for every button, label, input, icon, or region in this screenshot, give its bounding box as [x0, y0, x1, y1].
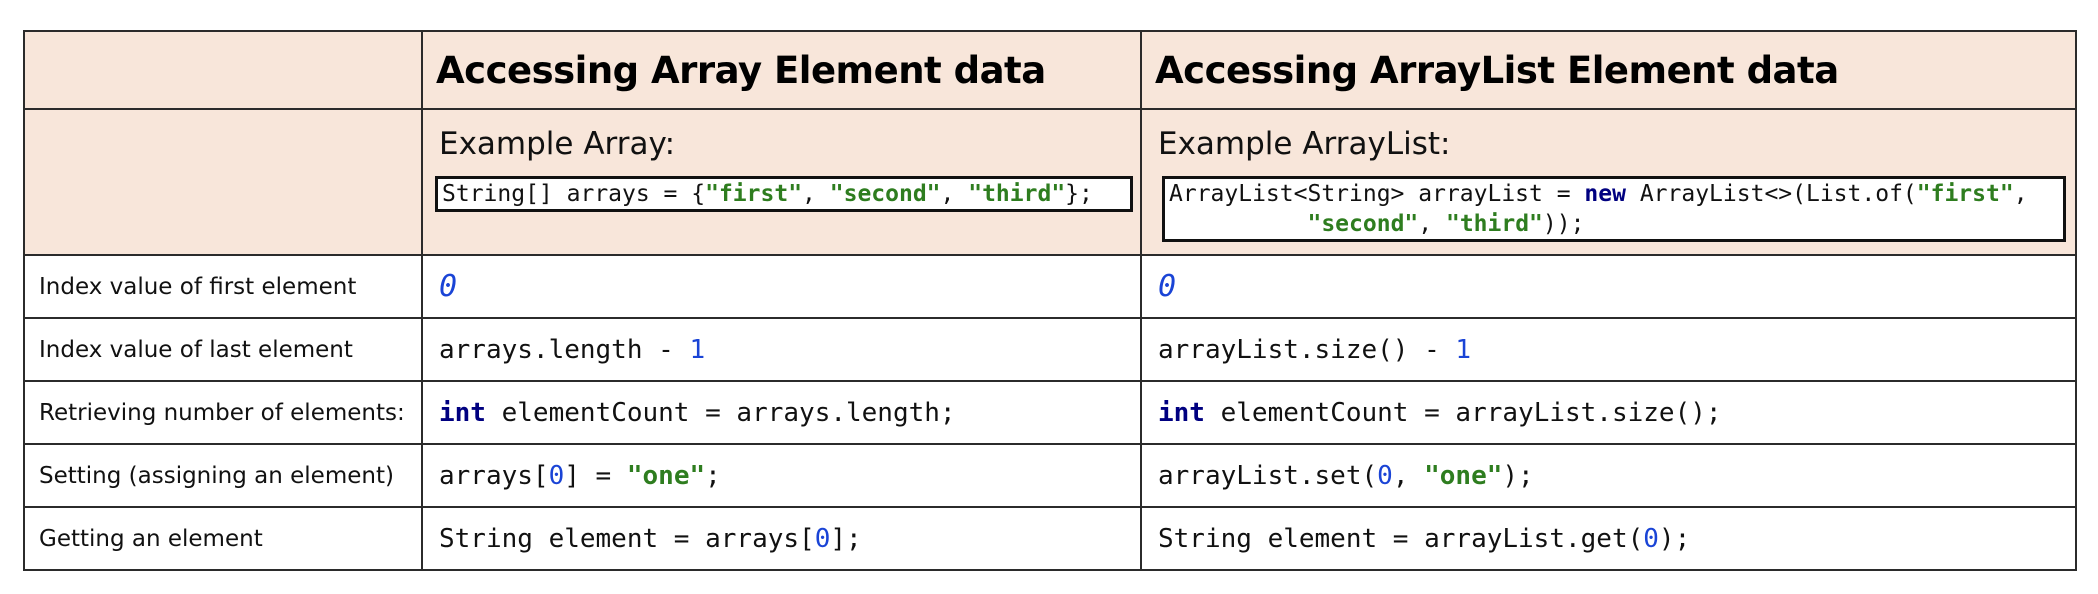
array-code-cell: String element = arrays[0];: [421, 506, 1142, 571]
array-code-cell: arrays.length - 1: [421, 317, 1142, 382]
code-text: ));: [1542, 211, 1585, 237]
code-text: arrayList.set(: [1158, 460, 1378, 491]
code-text: };: [1065, 181, 1093, 207]
row-label: Setting (assigning an element): [23, 443, 423, 508]
code-string: "first": [1916, 181, 2014, 207]
code-string: "first": [705, 181, 803, 207]
row-label: Index value of first element: [23, 254, 423, 319]
code-keyword: int: [1158, 397, 1205, 428]
array-code-cell: 0: [421, 254, 1142, 319]
code-string: "third": [968, 181, 1066, 207]
array-example-label: Example Array:: [439, 126, 676, 162]
code-keyword: int: [439, 397, 486, 428]
code-string: "third": [1445, 211, 1543, 237]
code-text: arrays.length -: [439, 334, 690, 365]
array-code-cell: int elementCount = arrays.length;: [421, 380, 1142, 445]
table-row: Index value of first element 0 0: [23, 254, 2077, 319]
example-row: Example Array: String[] arrays = {"first…: [23, 108, 2077, 256]
code-number: 0: [1158, 269, 1177, 304]
code-string: "one": [1424, 460, 1503, 491]
arraylist-code-cell: int elementCount = arrayList.size();: [1140, 380, 2077, 445]
code-number: 1: [689, 334, 706, 365]
code-text: ,: [2013, 181, 2028, 207]
row-label: Retrieving number of elements:: [23, 380, 423, 445]
array-example-cell: Example Array: String[] arrays = {"first…: [421, 108, 1142, 256]
code-text: ,: [1418, 211, 1446, 237]
arraylist-code-cell: arrayList.size() - 1: [1140, 317, 2077, 382]
code-number: 0: [814, 523, 831, 554]
array-header-cell: Accessing Array Element data: [421, 30, 1142, 110]
code-string: "second": [1307, 211, 1419, 237]
row-label: Getting an element: [23, 506, 423, 571]
code-string: "second": [829, 181, 941, 207]
code-number: 0: [439, 269, 458, 304]
arraylist-code-cell: 0: [1140, 254, 2077, 319]
code-indent: [1169, 211, 1307, 237]
code-text: elementCount = arrays.length;: [485, 397, 956, 428]
code-text: ArrayList<String> arrayList =: [1169, 181, 1585, 207]
arraylist-header-cell: Accessing ArrayList Element data: [1140, 30, 2077, 110]
arraylist-code-cell: String element = arrayList.get(0);: [1140, 506, 2077, 571]
header-empty-cell: [23, 30, 423, 110]
code-text: ] =: [564, 460, 627, 491]
table-row: Setting (assigning an element) arrays[0]…: [23, 443, 2077, 508]
code-text: );: [1502, 460, 1534, 491]
code-text: ,: [1392, 460, 1425, 491]
array-code-cell: arrays[0] = "one";: [421, 443, 1142, 508]
arraylist-example-cell: Example ArrayList: ArrayList<String> arr…: [1140, 108, 2077, 256]
arraylist-example-label: Example ArrayList:: [1158, 126, 1451, 162]
code-text: ArrayList<>(List.of(: [1625, 181, 1917, 207]
code-text: elementCount = arrayList.size();: [1204, 397, 1722, 428]
code-text: String[] arrays = {: [442, 181, 706, 207]
arraylist-code-cell: arrayList.set(0, "one");: [1140, 443, 2077, 508]
code-text: ];: [830, 523, 862, 554]
code-text: );: [1658, 523, 1691, 554]
code-number: 0: [548, 460, 565, 491]
code-keyword: new: [1584, 181, 1626, 207]
code-string: "one": [626, 460, 706, 491]
code-text: ,: [940, 181, 969, 207]
code-text: arrays[: [439, 460, 549, 491]
code-number: 0: [1643, 523, 1659, 554]
arraylist-column-title: Accessing ArrayList Element data: [1155, 48, 1839, 92]
code-number: 1: [1455, 334, 1472, 365]
table-row: Getting an element String element = arra…: [23, 506, 2077, 571]
code-number: 0: [1377, 460, 1393, 491]
header-row: Accessing Array Element data Accessing A…: [23, 30, 2077, 110]
array-example-code: String[] arrays = {"first", "second", "t…: [435, 176, 1133, 212]
array-column-title: Accessing Array Element data: [436, 48, 1046, 92]
code-text: arrayList.size() -: [1158, 334, 1456, 365]
code-text: String element = arrayList.get(: [1158, 523, 1644, 554]
code-text: ;: [705, 460, 721, 491]
table-row: Retrieving number of elements: int eleme…: [23, 380, 2077, 445]
example-empty-cell: [23, 108, 423, 256]
arraylist-example-code: ArrayList<String> arrayList = new ArrayL…: [1162, 176, 2066, 242]
row-label: Index value of last element: [23, 317, 423, 382]
code-text: ,: [802, 181, 830, 207]
table-row: Index value of last element arrays.lengt…: [23, 317, 2077, 382]
code-text: String element = arrays[: [439, 523, 815, 554]
comparison-table: Accessing Array Element data Accessing A…: [23, 30, 2077, 571]
